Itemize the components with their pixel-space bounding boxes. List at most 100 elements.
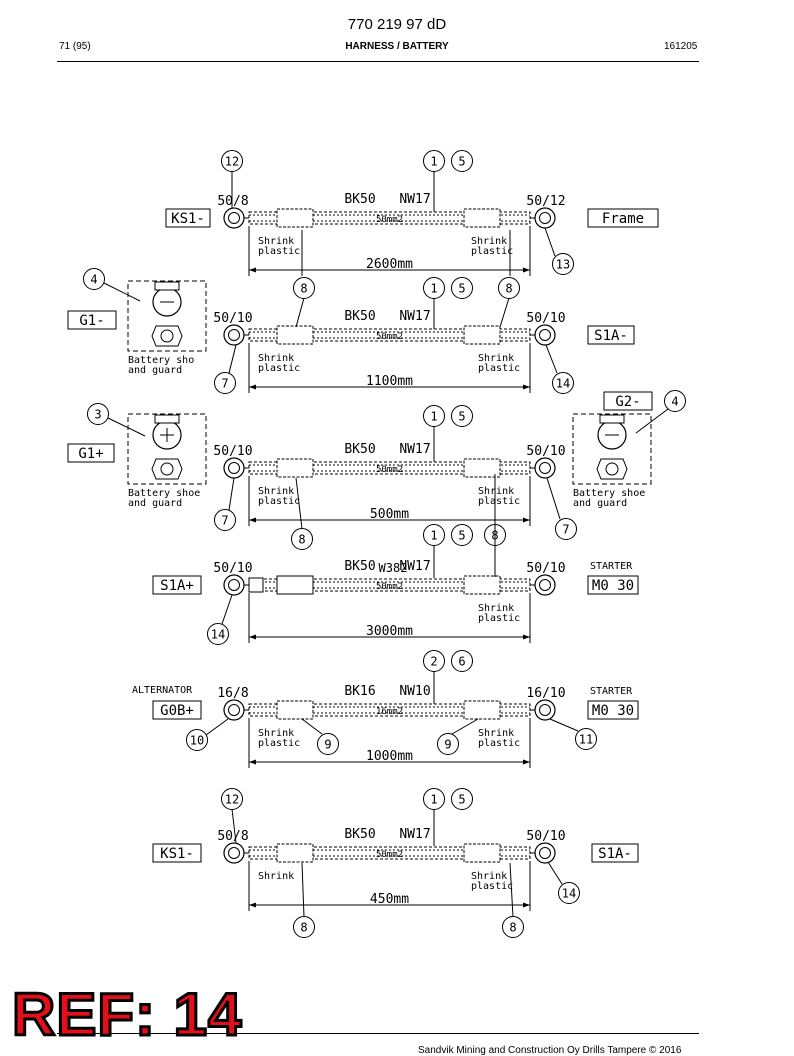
terminal-size-left: 50/10	[213, 561, 252, 576]
cable-body: 50mm2	[248, 208, 531, 228]
wire-code: NW17	[399, 309, 430, 324]
wire-type: BK50	[344, 559, 375, 574]
balloon-8: 8	[291, 528, 313, 550]
terminal-size-left: 50/10	[213, 444, 252, 459]
svg-text:7: 7	[221, 377, 228, 391]
balloon-4: 4	[83, 268, 105, 290]
svg-text:plastic: plastic	[258, 363, 300, 374]
cable-lug-sleeve	[248, 577, 264, 593]
balloon-1: 1	[423, 788, 445, 810]
svg-text:8: 8	[298, 533, 305, 547]
terminal-size-right: 50/10	[526, 829, 565, 844]
balloon-5: 5	[451, 150, 473, 172]
balloon-10: 10	[186, 729, 208, 751]
wire-code: NW17	[399, 442, 430, 457]
svg-text:plastic: plastic	[478, 738, 520, 749]
ref-stamp: REF: 14	[10, 981, 243, 1048]
svg-text:Shrink: Shrink	[258, 236, 294, 247]
balloon-4: 4	[664, 390, 686, 412]
cable-body: 50mm2	[248, 458, 531, 478]
svg-text:Shrink: Shrink	[258, 728, 294, 739]
svg-text:9: 9	[444, 738, 451, 752]
terminal-size-left: 50/10	[213, 311, 252, 326]
svg-text:plastic: plastic	[258, 246, 300, 257]
svg-text:G1-: G1-	[79, 313, 104, 329]
svg-text:plastic: plastic	[471, 881, 513, 892]
balloon-5: 5	[451, 524, 473, 546]
page-indicator: 71 (95)	[59, 41, 91, 52]
ring-terminal-right	[534, 207, 556, 229]
section-title: HARNESS / BATTERY	[345, 41, 449, 52]
cross-section-label: 50mm2	[376, 332, 403, 342]
ring-terminal-left	[223, 842, 245, 864]
balloon-14: 14	[552, 372, 574, 394]
connector-label-left: KS1-	[165, 208, 211, 228]
wire-type: BK50	[344, 192, 375, 207]
svg-text:G0B+: G0B+	[160, 703, 194, 719]
connector-title-left: ALTERNATOR	[132, 685, 193, 696]
svg-text:5: 5	[458, 793, 465, 807]
shrink-sleeve-right	[463, 700, 501, 720]
footer-divider	[57, 1033, 699, 1034]
length-dimension: 1100mm	[366, 374, 413, 389]
balloon-2: 2	[423, 650, 445, 672]
svg-text:Shrink: Shrink	[258, 871, 294, 882]
terminal-size-left: 16/8	[217, 686, 248, 701]
document-date: 161205	[664, 41, 698, 52]
balloon-7: 7	[555, 518, 577, 540]
wire-type: BK50	[344, 442, 375, 457]
cable-body: 50mm2	[248, 575, 531, 595]
document-number: 770 219 97 dD	[347, 16, 447, 33]
balloon-5: 5	[451, 788, 473, 810]
ring-terminal-right	[534, 457, 556, 479]
wire-type: BK50	[344, 827, 375, 842]
svg-text:and guard: and guard	[573, 498, 627, 509]
ring-terminal-left	[223, 324, 245, 346]
shrink-sleeve-right	[463, 575, 501, 595]
wire-code: NW10	[399, 684, 430, 699]
connector-label-right: M0 30	[587, 700, 639, 720]
svg-text:5: 5	[458, 282, 465, 296]
svg-text:3: 3	[94, 408, 101, 422]
shrink-sleeve-left	[276, 208, 314, 228]
balloon-6: 6	[451, 650, 473, 672]
svg-text:Shrink: Shrink	[471, 236, 507, 247]
svg-text:8: 8	[505, 282, 512, 296]
terminal-size-right: 16/10	[526, 686, 565, 701]
terminal-size-left: 50/8	[217, 829, 248, 844]
connector-label-right: Frame	[587, 208, 659, 228]
svg-text:13: 13	[556, 258, 570, 272]
connector-title-right: STARTER	[590, 686, 633, 697]
connector-label-right: M0 30	[587, 575, 639, 595]
wire-code: NW17	[399, 559, 430, 574]
svg-text:Battery sho: Battery sho	[128, 355, 194, 366]
ring-terminal-left	[223, 574, 245, 596]
balloon-8: 8	[498, 277, 520, 299]
battery-guard-outline	[572, 413, 652, 485]
wire-code: NW17	[399, 827, 430, 842]
svg-text:plastic: plastic	[258, 496, 300, 507]
wire-type: BK50	[344, 309, 375, 324]
connector-label-left: S1A+	[152, 575, 202, 595]
svg-text:plastic: plastic	[478, 363, 520, 374]
length-dimension: 450mm	[370, 892, 409, 907]
svg-text:KS1-: KS1-	[160, 846, 194, 862]
connector-label-left: G0B+	[152, 700, 202, 720]
ring-terminal-right	[534, 574, 556, 596]
shrink-sleeve-right	[463, 208, 501, 228]
connector-label-left: KS1-	[152, 843, 202, 863]
svg-text:and guard: and guard	[128, 365, 182, 376]
svg-text:9: 9	[324, 738, 331, 752]
ring-terminal-left	[223, 207, 245, 229]
svg-text:2: 2	[430, 655, 437, 669]
cross-section-label: 50mm2	[376, 465, 403, 475]
svg-text:11: 11	[579, 733, 593, 747]
svg-text:Shrink: Shrink	[478, 353, 514, 364]
